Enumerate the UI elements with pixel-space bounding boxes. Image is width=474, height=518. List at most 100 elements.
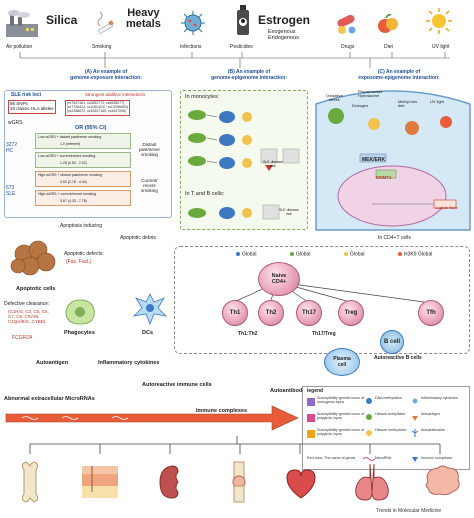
kidney-icon — [159, 465, 179, 499]
legend-item-10: Red color: The name of genes — [307, 456, 356, 460]
exposure-drugs: Drugs — [341, 44, 355, 50]
footer-source: Trends in Molecular Medicine — [376, 508, 442, 514]
immune-complexes-label: Immune complexes — [196, 408, 248, 414]
epi-global-2: Global — [290, 252, 310, 258]
cohort-hc: 3272 HC — [6, 142, 18, 154]
th1-th2-ratio: Th1:Th2 — [238, 331, 258, 337]
fcgr2a-label: FCGR2A — [12, 335, 33, 341]
lung-icon — [355, 463, 389, 501]
legend-item-7: Susceptibility genetic locus of polygeni… — [317, 428, 364, 436]
exposure-infections: Infections — [180, 44, 202, 50]
mirna-arrow — [5, 405, 299, 431]
sle-risk-2: SLE disease risk — [279, 208, 299, 216]
snps-detail: (rs7947461; rs2853772; rs8538077) (rs772… — [65, 100, 131, 116]
cohort-sle: 673 SLE — [6, 185, 16, 197]
bone-icon — [21, 461, 39, 503]
legend-item-5: Histone acetylation — [375, 412, 406, 416]
plasma-cell: Plasma cell — [324, 348, 360, 376]
legend-item-9: Autoantibodies — [421, 428, 445, 432]
joint-icon — [232, 461, 246, 503]
exposure-connectors — [19, 52, 450, 68]
tb-cells-label: In T and B cells: — [185, 191, 225, 197]
epi-global-4: H3K9 Global — [398, 252, 432, 258]
silica-label: Silica — [46, 13, 78, 27]
heavy-metals-label: Heavy metals — [126, 7, 161, 30]
legend-item-12: Immune complexes — [421, 456, 453, 460]
tcell-region — [174, 246, 470, 354]
apoptotic-defects-detail: (Fas, FasL) — [66, 259, 92, 265]
legend-item-3: Inflammatory cytokines — [421, 396, 458, 400]
or-row-1: Low-wGRS + distant past/never smoking 1.… — [35, 133, 131, 149]
apoptotic-defects-title: Apoptotic defects: — [64, 251, 104, 257]
monocyte-epigenome-diagram — [188, 110, 300, 171]
methyl-diet: Methyl-low diet — [398, 99, 418, 109]
autoreactive-b-label: Autoreactive B cells — [374, 355, 422, 361]
panel-a-title: (A) An example of genome-exposure intera… — [70, 69, 142, 81]
drugs-icon — [337, 14, 356, 34]
autoantibodies-label: Autoantibodies — [270, 388, 311, 394]
panel-b-title: (B) An example of genome-epigenome inter… — [211, 69, 287, 81]
exposure-uv-light: UV light — [432, 44, 450, 50]
dcs-label: DCs — [142, 330, 154, 336]
exposure-smoking: Smoking — [92, 44, 112, 50]
naive-cd4-cell: Naive CD4+ — [258, 262, 300, 296]
legend: legend Susceptibility genetic locus of m… — [302, 386, 470, 470]
th1-cell: Th1 — [222, 300, 248, 326]
epi-global-1: Global — [236, 252, 256, 258]
tfh-cell: Tfh — [418, 300, 444, 326]
legend-item-11: MicroRNA — [375, 456, 392, 460]
sle-risk-1: SLE disease risk — [263, 160, 283, 168]
pesticide-icon — [237, 5, 249, 35]
inflammatory-cytokines-label: Inflammatory cytokines — [98, 360, 160, 366]
th2-cell: Th2 — [258, 300, 284, 326]
legend-swatches — [307, 398, 419, 462]
current-smoking: Current/ recent smoking — [141, 178, 158, 193]
sle-risk-loci: SLE risk loci — [11, 92, 42, 98]
virus-icon — [181, 11, 205, 35]
th17-treg-ratio: Th17/Treg — [312, 331, 336, 337]
exogenous-label: Exogenous — [268, 29, 296, 35]
abnormal-mirnas-label: Abnormal extracellular MicroRNAs — [4, 396, 95, 402]
apoptotic-debris: Apoptotic debris — [120, 235, 156, 241]
heart-icon — [286, 469, 316, 499]
lupus-flare: Lupus flare — [436, 205, 458, 210]
uv-c-label: UV light — [430, 99, 445, 104]
or-row-2: Low-wGRS + current/recent smoking 1.28 (… — [35, 152, 131, 168]
phagocyte-icon — [65, 299, 95, 325]
apoptosis-inducing: Apoptosis inducing — [60, 223, 102, 229]
autoantigen-label: Autoantigen — [36, 360, 69, 366]
or-row-4: High-wGRS + current/recent smoking 3.67 … — [35, 190, 131, 206]
mek-erk: MEK/ERK — [362, 157, 386, 163]
brain-icon — [425, 465, 460, 496]
or-row-3: High-wGRS + distant past/never smoking 3… — [35, 171, 131, 187]
distant-smoking: Distant past/never smoking — [139, 142, 161, 157]
estrogen-label: Estrogen — [258, 13, 311, 27]
legend-item-6: Autoantigen — [421, 412, 441, 416]
th17-cell: Th17 — [296, 300, 322, 326]
strongest-interactions: Strongest additive interactions — [85, 92, 146, 97]
sun-icon — [426, 8, 452, 34]
apoptotic-cells-label: Apoptotic cells — [16, 286, 56, 292]
panel-b: In monocytes: SLE disease risk In T and … — [180, 90, 308, 230]
organ-connectors — [29, 436, 441, 454]
procainamide-label: Procainamide Hydralazine — [358, 89, 383, 99]
in-cd4-label: In CD4+T cells — [378, 235, 411, 241]
treg-cell: Treg — [338, 300, 364, 326]
or-header: OR (95% CI) — [75, 125, 107, 131]
tb-epigenome-diagram — [188, 204, 280, 220]
defective-clearance-title: Defective clearance: — [4, 301, 50, 307]
epi-global-3: Global — [344, 252, 364, 258]
panel-a: SLE risk loci Strongest additive interac… — [4, 90, 172, 218]
skin-icon — [82, 466, 118, 498]
exposure-diet: Diet — [384, 44, 393, 50]
exposure-air-pollution: Air pollution — [6, 44, 33, 50]
factory-icon — [6, 10, 38, 37]
cd4-cell-membrane — [315, 90, 471, 231]
legend-item-8: Histone methylation — [375, 428, 407, 432]
panel-c-title: (C) An example of exposome-epigenome int… — [358, 69, 440, 81]
b-cell: B cell — [380, 330, 404, 354]
oxidative-stress: Oxidative stress — [326, 93, 343, 103]
diet-icon — [378, 14, 398, 33]
autoreactive-immune-label: Autoreactive immune cells — [142, 382, 212, 388]
exposure-pesticides: Pesticides — [230, 44, 253, 50]
